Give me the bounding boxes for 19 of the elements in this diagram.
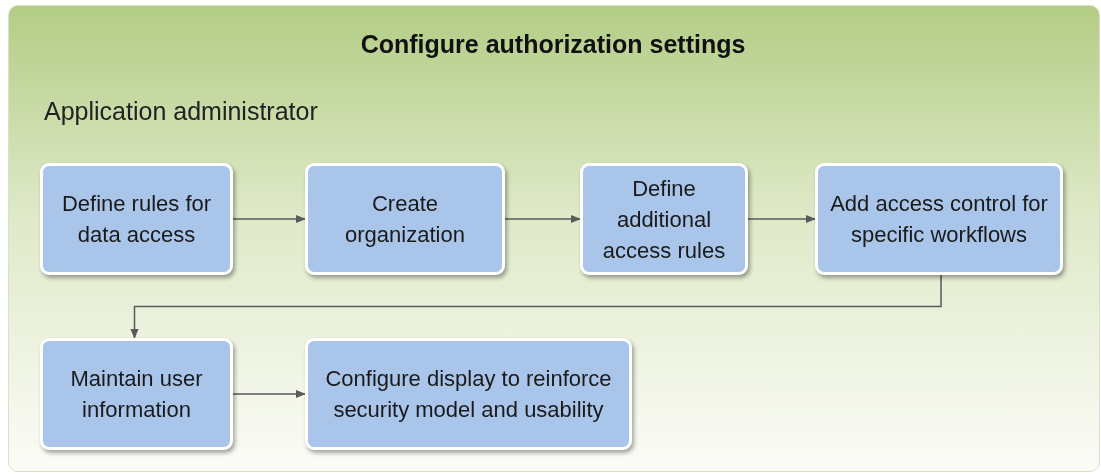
process-box [40,163,233,275]
process-box [580,163,748,275]
arrow [504,215,581,223]
box-text: Configure display to reinforce security model and usability [324,365,613,424]
box-text: Define additional access rules [601,174,727,265]
lane-label: Application administrator [44,97,318,126]
box-text: Add access control for specific workflows [829,190,1049,249]
process-box [305,338,632,450]
process-box [305,163,505,275]
arrow [232,215,306,223]
arrow [130,274,942,339]
process-box [815,163,1063,275]
arrow [232,390,306,398]
box-text: Maintain user information [69,365,204,424]
process-box [40,338,233,450]
box-text: Create organization [344,190,466,249]
box-text: Define rules for data access [60,190,213,249]
diagram-title: Configure authorization settings [359,30,747,59]
arrow [747,215,816,223]
